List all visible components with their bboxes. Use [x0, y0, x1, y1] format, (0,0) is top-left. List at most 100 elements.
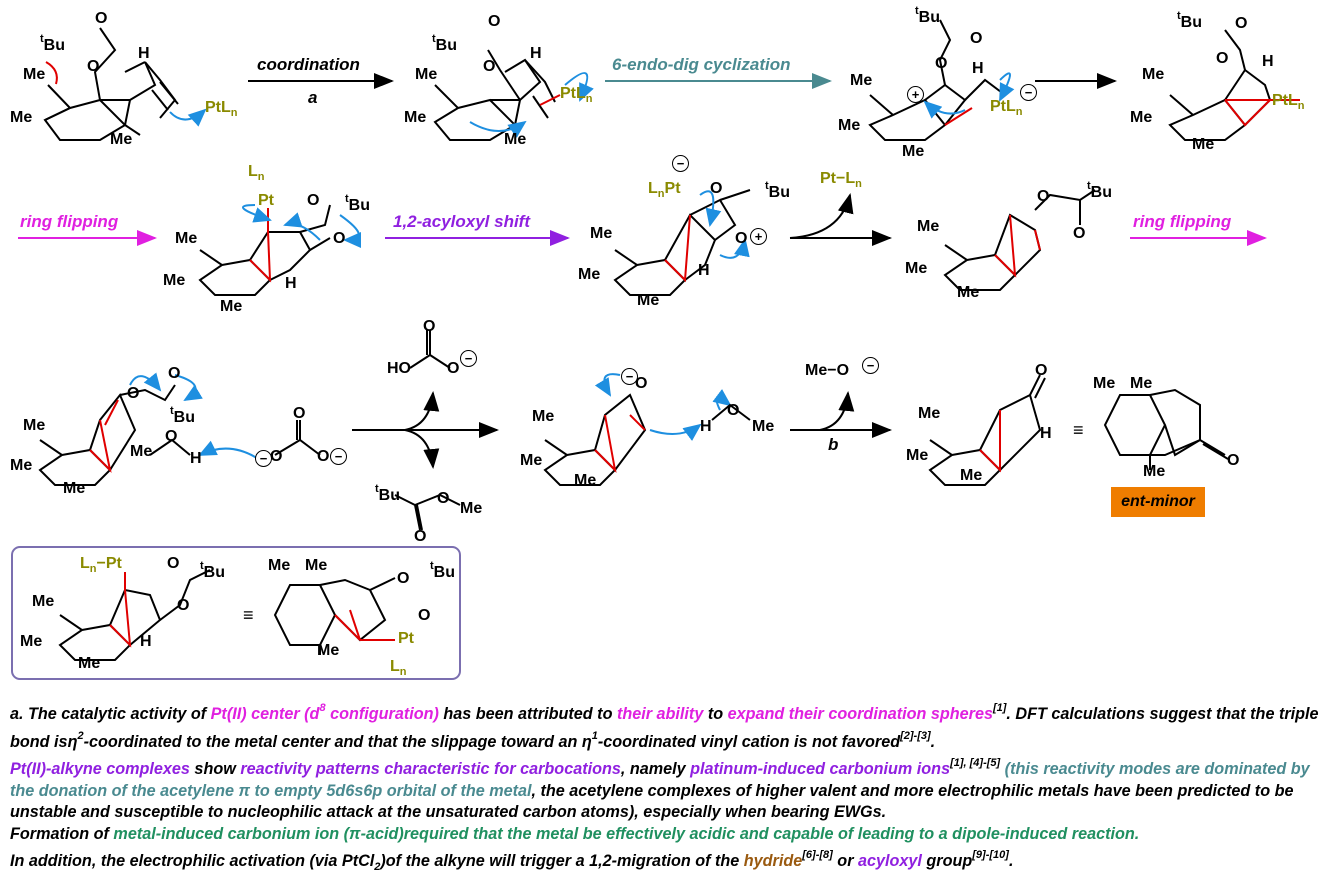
note-highlight: reactivity patterns characteristic for c… [240, 760, 621, 778]
label-lpt-box: Ln−Pt [80, 555, 122, 575]
arrow-electron-push-10 [129, 372, 162, 392]
atom-enolate-o: O [635, 375, 648, 392]
note-ref: [1] [992, 702, 1007, 714]
atom-o-2a: O [488, 13, 501, 30]
enol-ester-flipped-cyclopropyl [89, 399, 119, 474]
atom-meoh-h: H [190, 450, 202, 467]
atom-o-7a: O [1037, 188, 1050, 205]
note-highlight: acyloxyl [858, 852, 922, 870]
atom-ester-me: Me [460, 500, 483, 517]
note-highlight: Pt(II) center (d [210, 705, 320, 723]
label-ring-flipping-2: ring flipping [1133, 212, 1232, 231]
atom-me-4a: Me [1142, 66, 1165, 83]
coordination-curved-arrow [169, 108, 207, 127]
atom-tbu-8: tBu [170, 405, 195, 426]
atom-ketone-o: O [1035, 362, 1048, 379]
arrow-electron-push-13 [594, 373, 621, 397]
note-text: In addition, the electrophilic activatio… [10, 852, 375, 870]
note-text: has been attributed to [438, 705, 617, 723]
note-ref: [6]-[8] [802, 849, 833, 861]
atom-me-1b: Me [10, 109, 33, 126]
atom-box-me-1: Me [32, 593, 55, 610]
enol-ester-cyclopropyl [994, 214, 1041, 278]
label-pt-4: PtLn [1272, 92, 1305, 112]
atom-o-5a: O [307, 192, 320, 209]
arrow-electron-push-9 [719, 238, 750, 259]
molecule-pi-complex [433, 49, 556, 141]
atom-o-7b: O [1073, 225, 1086, 242]
atom-me-10c: Me [960, 467, 983, 484]
arrow-pt-release [789, 193, 854, 239]
atom-h-2: H [530, 45, 542, 62]
arrow-methoxide-out [819, 391, 855, 431]
cation-plus-charge: + [907, 86, 924, 103]
atom-box-o2: O [177, 597, 190, 614]
atom-tbu-5: tBu [345, 193, 370, 214]
methoxide-minus: − [862, 357, 879, 374]
atom-me-6b: Me [578, 266, 601, 283]
atom-me-5b: Me [163, 272, 186, 289]
note-highlight: Pt(II)-alkyne complexes [10, 760, 190, 778]
atom-me-4b: Me [1130, 109, 1153, 126]
label-bicarbonate-ho: HO [387, 360, 411, 377]
label-pt-5: Pt [258, 192, 274, 209]
atom-box-r-o2: O [418, 607, 431, 624]
dioxolanium-cyclopropyl [664, 214, 691, 283]
note-text: Formation of [10, 824, 114, 843]
carbene-cyclopropyl-bonds [1224, 99, 1271, 127]
atom-me-5a: Me [175, 230, 198, 247]
atom-ketone-h: H [1040, 425, 1052, 442]
note-text: a. The catalytic activity of [10, 705, 211, 723]
cation-cyclopropyl-bond [944, 107, 973, 126]
atom-h-6: H [698, 262, 710, 279]
note-text: -coordinated vinyl cation is not favored [597, 732, 901, 751]
note-highlight: this reactivity modes are dominated by t… [10, 760, 1310, 800]
atom-me-2c: Me [504, 131, 527, 148]
label-pt-2: PtLn [560, 85, 593, 105]
atom-me-3c: Me [902, 143, 925, 160]
atom-box-h: H [140, 633, 152, 650]
carbonate-minus-1: − [255, 450, 272, 467]
carbonate-bonds [274, 420, 321, 456]
molecule-cation [868, 19, 1006, 141]
label-cyclization: 6-endo-dig cyclization [612, 55, 791, 74]
bicarbonate-minus: − [460, 350, 477, 367]
atom-box-r-tbu: tBu [430, 560, 455, 581]
molecule-ent-minor [1103, 388, 1229, 470]
atom-me-8b: Me [10, 457, 33, 474]
pt-minus-charge-6: − [672, 155, 689, 172]
arrow-electron-push-6 [339, 214, 362, 248]
note-text: )of the alkyne will trigger a 1,2-migrat… [380, 852, 744, 870]
atom-ent-me-2: Me [1130, 375, 1153, 392]
atom-me-10a: Me [918, 405, 941, 422]
arrow-electron-push-1 [469, 120, 527, 138]
label-coordination: coordination [257, 55, 360, 74]
pt-minus-charge: − [1020, 84, 1037, 101]
atom-ester-o1: O [414, 528, 427, 545]
bicarbonate-bonds [409, 330, 451, 369]
atom-me-7c: Me [957, 284, 980, 301]
atom-h-1: H [138, 45, 150, 62]
note-paren: ( [1000, 760, 1011, 778]
arrow-electron-push-11 [174, 374, 203, 402]
atom-h-5: H [285, 275, 297, 292]
steric-clash-arc [45, 61, 58, 85]
label-acyloxyl-shift: 1,2-acyloxyl shift [393, 212, 531, 231]
note-ref: [2]-[3] [900, 729, 931, 742]
note-eta: η [67, 732, 78, 751]
atom-box-tbu: tBu [200, 560, 225, 581]
note-highlight: their ability [616, 705, 704, 723]
atom-box-me-2: Me [20, 633, 43, 650]
box-left-cyclopropyl [109, 589, 132, 648]
molecule-carbene [1168, 29, 1272, 141]
atom-me-10b: Me [906, 447, 929, 464]
reaction-scheme [18, 19, 1300, 661]
flipped-cyclopropyl [249, 231, 272, 283]
atom-o-6a: O [710, 180, 723, 197]
atom-o-5b: O [333, 230, 346, 247]
note-sup: 2 [77, 729, 84, 742]
atom-me-7b: Me [905, 260, 928, 277]
atom-box-me-3: Me [78, 655, 101, 672]
atom-tbu-2: tBu [432, 33, 457, 54]
note-sup: 8 [319, 702, 326, 714]
